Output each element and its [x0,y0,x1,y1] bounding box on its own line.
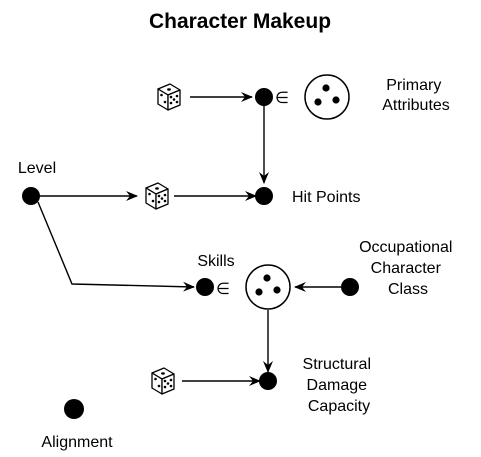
occupational-class-node [341,278,359,296]
occupational-class-label: Occupational Character Class [359,239,457,298]
die-icon [157,83,181,111]
alignment-node [64,399,84,419]
three-dot-set-icon [304,74,350,120]
primary-attributes-node [255,88,273,106]
structural-damage-label: Structural Damage Capacity [303,356,376,415]
alignment-label: Alignment [41,434,113,451]
die-icon [145,182,169,210]
die-icon [151,367,175,395]
primary-attributes-label: Primary Attributes [382,77,450,114]
element-of-symbol: ∈ [216,281,230,298]
edge-level-to-skills [37,201,195,292]
structural-damage-node [259,372,277,390]
level-label: Level [18,160,56,177]
skills-label: Skills [197,253,234,270]
level-node [22,187,40,205]
three-dot-set-icon [245,264,291,310]
element-of-symbol: ∈ [275,90,289,107]
hit-points-label: Hit Points [292,189,360,206]
diagram-title: Character Makeup [149,10,331,33]
hit-points-node [255,187,273,205]
skills-node [196,278,214,296]
